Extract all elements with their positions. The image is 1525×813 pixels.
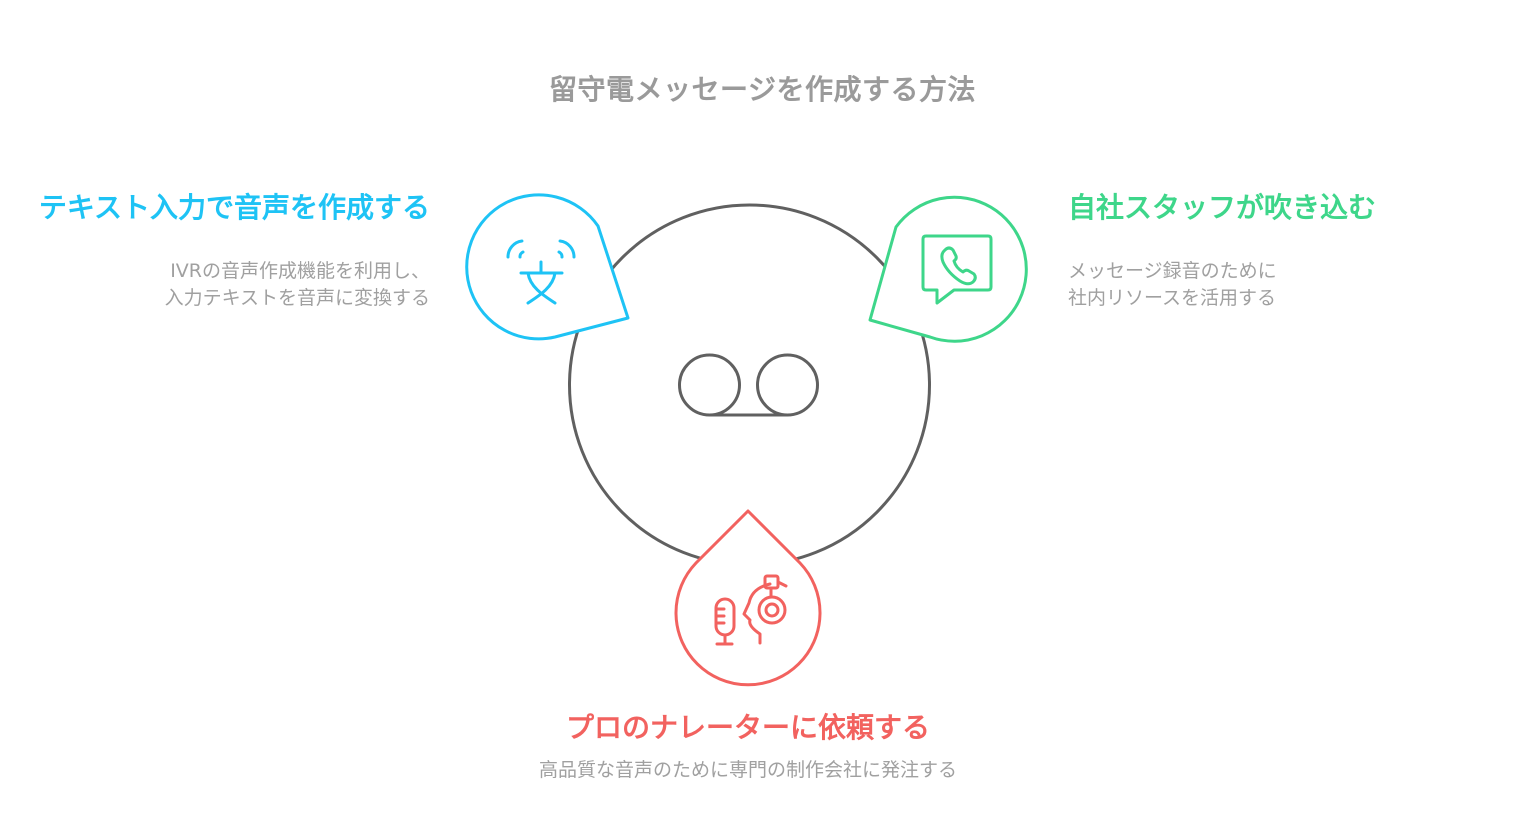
option-description-professional-narrator: 高品質な音声のために専門の制作会社に発注する [0, 757, 1496, 784]
description-line: 社内リソースを活用する [1068, 287, 1277, 309]
diagram-title: 留守電メッセージを作成する方法 [549, 73, 976, 106]
text-to-speech-icon [506, 239, 576, 305]
voicemail-icon [678, 353, 819, 417]
option-pin-professional-narrator [674, 509, 822, 687]
option-pin-staff-recording [868, 195, 1028, 343]
description-line: IVRの音声作成機能を利用し、 [170, 260, 430, 282]
option-heading-professional-narrator: プロのナレーターに依頼する [565, 711, 930, 744]
phone-message-icon [921, 234, 993, 305]
description-line: メッセージ録音のために [1068, 260, 1277, 282]
option-pin-text-to-speech [465, 193, 630, 341]
description-line: 入力テキストを音声に変換する [164, 287, 430, 309]
option-description-text-to-speech: IVRの音声作成機能を利用し、 入力テキストを音声に変換する [165, 258, 430, 312]
description-line: 高品質な音声のために専門の制作会社に発注する [538, 759, 957, 781]
option-description-staff-recording: メッセージ録音のために 社内リソースを活用する [1068, 258, 1277, 312]
narrator-microphone-headset-icon [714, 574, 788, 646]
option-heading-staff-recording: 自社スタッフが吹き込む [1068, 191, 1377, 224]
option-heading-text-to-speech: テキスト入力で音声を作成する [38, 191, 430, 224]
